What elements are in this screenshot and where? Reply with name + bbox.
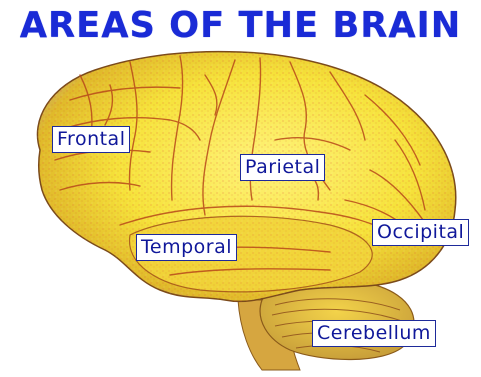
label-frontal: Frontal [52,126,130,153]
label-parietal: Parietal [240,154,325,181]
label-cerebellum: Cerebellum [312,320,436,347]
label-temporal: Temporal [136,234,237,261]
label-occipital: Occipital [372,219,469,246]
